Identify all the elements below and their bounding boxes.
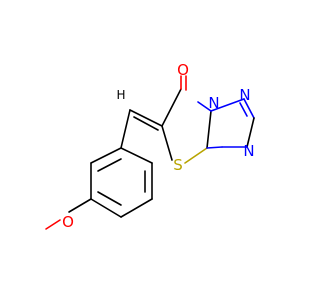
molecule-structure: O S N N N O H [45, 61, 255, 231]
thiazole-nitrogen-bond [197, 101, 212, 112]
triazole-bond-1 [210, 98, 245, 112]
thiazole-bond-2 [161, 125, 173, 161]
benzene-bond-3 [90, 198, 122, 218]
exocyclic-double-bond [129, 109, 163, 127]
ring-nitrogen-top-label: N [239, 86, 250, 104]
methoxy-oxygen-label: O [62, 213, 74, 231]
methoxy-oxygen-bond [45, 219, 61, 230]
benzene-double-bond-1 [97, 158, 122, 172]
thiazole-bond-3 [206, 110, 212, 149]
thiazole-bond-1 [161, 88, 182, 127]
ring-nitrogen-bottom-label: N [243, 142, 254, 160]
sulfur-label: S [173, 156, 183, 174]
benzene-bond-4 [120, 198, 153, 218]
thiazole-sulfur-bond [184, 147, 208, 164]
bridge-nitrogen-label: N [208, 94, 219, 112]
methoxy-ring-bond [68, 198, 92, 213]
vinyl-hydrogen-label: H [116, 88, 125, 102]
vinyl-bond [120, 109, 131, 149]
benzene-bond-1 [90, 147, 122, 164]
benzene-double-bond-2 [97, 191, 122, 206]
exocyclic-double-bond-inner [133, 116, 159, 131]
triazole-bond-3 [246, 117, 255, 148]
triazole-bond-2 [243, 98, 255, 119]
triazole-double-bond [239, 102, 248, 117]
structure-canvas: O S N N N O H [45, 61, 255, 231]
triazole-bond-5 [206, 146, 223, 149]
benzene-bond-6 [120, 147, 153, 164]
carbonyl-oxygen-label: O [177, 61, 189, 79]
